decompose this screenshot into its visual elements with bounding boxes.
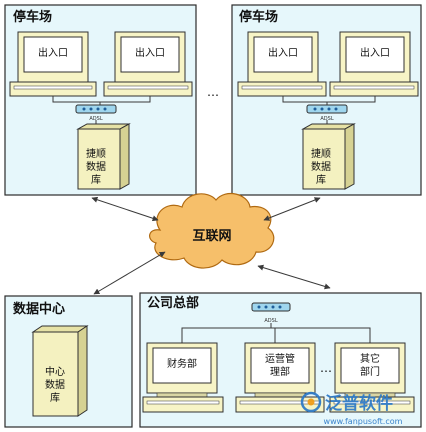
adsl-modem-icon: ADSL	[75, 104, 117, 122]
adsl-label: ADSL	[89, 116, 102, 122]
lan-wire	[181, 323, 371, 343]
watermark-url: www.fanpusoft.com	[324, 417, 403, 426]
entrance-pc-1: 出入口	[9, 31, 97, 97]
server-icon: 中心 数据 库	[31, 325, 89, 417]
headquarters-title: 公司总部	[147, 295, 199, 311]
headquarters: 公司总部 ADSL 财务部 运营管 理部 …	[139, 292, 422, 428]
parking-lot-right-title: 停车场	[239, 9, 278, 25]
server-label-line-1: 中心	[45, 365, 65, 378]
server-label-line-3: 库	[50, 391, 60, 404]
entrance-pc-2-label: 出入口	[135, 46, 165, 59]
department-pc-operations-label-line-2: 理部	[270, 365, 290, 378]
parking-lot-left-title: 停车场	[13, 9, 52, 25]
server-label-line-3: 库	[316, 173, 326, 186]
more-parking-lots-ellipsis: …	[207, 85, 219, 99]
department-pc-other-label-line-2: 部门	[360, 365, 380, 378]
data-center-title: 数据中心	[13, 301, 65, 317]
server-label-line-2: 数据	[45, 378, 65, 391]
link-arrow-data-center	[93, 251, 166, 295]
department-pc-other: 其它 部门	[329, 342, 415, 413]
adsl-modem-icon: ADSL	[306, 104, 348, 122]
server-label-line-1: 捷顺	[311, 147, 331, 160]
department-pc-operations-label-line-1: 运营管	[265, 352, 295, 365]
entrance-pc-4-label: 出入口	[360, 46, 390, 59]
department-pc-other-label-line-1: 其它	[360, 352, 380, 365]
entrance-pc-3: 出入口	[237, 31, 327, 97]
entrance-pc-1-label: 出入口	[38, 46, 68, 59]
adsl-label: ADSL	[320, 116, 333, 122]
entrance-pc-3-label: 出入口	[268, 46, 298, 59]
server-icon: 捷顺 数据 库	[301, 123, 356, 190]
adsl-modem-icon: ADSL	[251, 302, 291, 324]
data-center: 数据中心 中心 数据 库	[4, 295, 133, 428]
server-label-line-1: 捷顺	[86, 147, 106, 160]
server-icon: 捷顺 数据 库	[76, 123, 131, 190]
entrance-pc-2: 出入口	[103, 31, 193, 97]
more-departments-ellipsis: …	[320, 361, 332, 375]
server-label-line-2: 数据	[86, 160, 106, 173]
watermark-brand: 泛普软件	[325, 393, 393, 414]
link-arrow-parking-right	[263, 197, 321, 221]
link-arrow-headquarters	[257, 264, 331, 290]
internet-label: 互联网	[192, 229, 231, 244]
entrance-pc-4: 出入口	[329, 31, 419, 97]
department-pc-finance: 财务部	[142, 342, 224, 413]
parking-lot-right: 停车场 出入口 出入口 ADSL	[231, 4, 422, 196]
link-arrow-parking-left	[91, 196, 159, 222]
adsl-label: ADSL	[264, 318, 277, 324]
parking-lot-left: 停车场 出入口 出入口 ADSL	[4, 4, 197, 196]
server-label-line-2: 数据	[311, 160, 331, 173]
server-label-line-3: 库	[91, 173, 101, 186]
department-pc-operations: 运营管 理部	[235, 342, 325, 413]
department-pc-finance-label: 财务部	[167, 357, 197, 370]
internet-cloud-icon: 互联网	[149, 192, 275, 269]
logo-icon	[300, 391, 322, 413]
watermark-logo: 泛普软件 www.fanpusoft.com	[300, 391, 403, 426]
